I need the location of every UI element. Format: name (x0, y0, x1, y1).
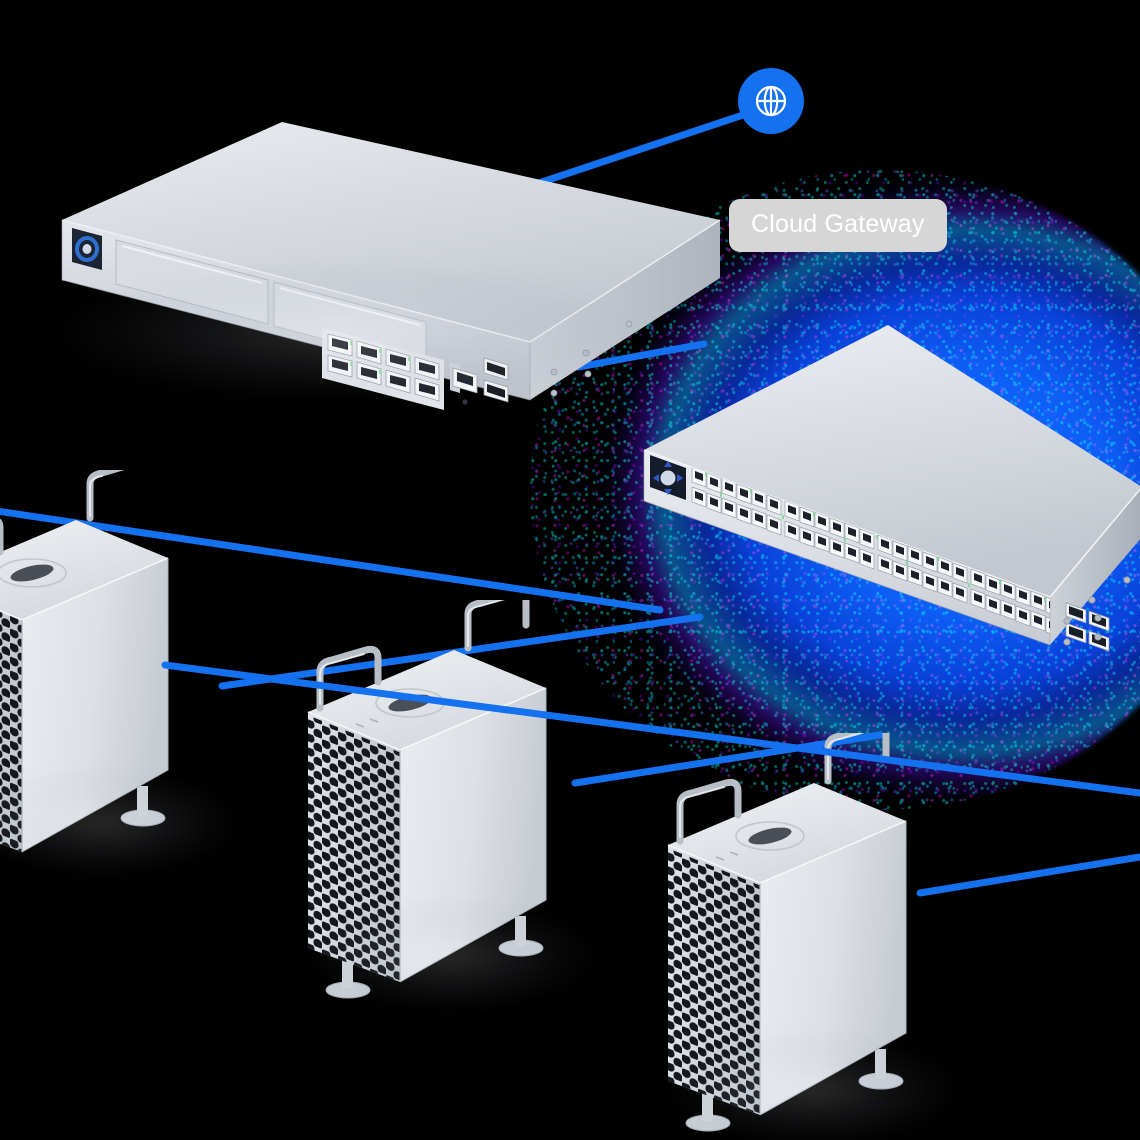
tower-1-side-panel (22, 558, 168, 852)
gateway-rj45-ports[interactable] (322, 328, 444, 410)
gateway-led (462, 399, 468, 405)
server-tower-1[interactable] (0, 459, 240, 890)
tower-3-side-panel (760, 821, 906, 1115)
switch-top-face (644, 325, 1140, 597)
cloud-gateway-label: Cloud Gateway (729, 199, 947, 252)
cloud-gateway-appliance[interactable] (40, 110, 760, 430)
tower-2-feet (325, 916, 544, 999)
switch-rj45-array[interactable] (691, 466, 1060, 638)
link-tower3-right (916, 853, 1140, 897)
tower-1-top-vent (0, 558, 67, 588)
switch-rack-ear (1063, 576, 1131, 646)
link-internet (523, 108, 756, 191)
link-tower1-switch (0, 507, 664, 614)
tower-2-side-panel (400, 688, 546, 982)
gateway-uplink-ports[interactable] (450, 357, 509, 403)
gateway-shadow (60, 265, 620, 400)
tower-1-feet (120, 786, 166, 827)
tower-3-markings (715, 851, 739, 861)
switch-control-pad[interactable] (650, 455, 686, 500)
tower-3-feet (685, 1049, 904, 1132)
gateway-rack-ear (550, 320, 633, 397)
tower-3-shadow (670, 1033, 955, 1140)
tower-2-markings (355, 718, 379, 728)
tower-1-top-face (0, 520, 168, 620)
link-tower1-right (161, 661, 1140, 797)
tower-2-shadow (310, 900, 590, 1010)
core-switch-48-port[interactable] (630, 315, 1140, 660)
tower-1-shadow (0, 770, 235, 875)
link-gateway-switch (574, 340, 708, 371)
gateway-display[interactable] (72, 228, 102, 270)
globe-icon (755, 85, 787, 117)
link-tower2-switch (218, 613, 704, 690)
gateway-top-face (62, 122, 720, 342)
internet-badge[interactable] (738, 68, 804, 134)
gateway-right-face (530, 220, 720, 400)
tower-3-top-vent (735, 821, 805, 851)
